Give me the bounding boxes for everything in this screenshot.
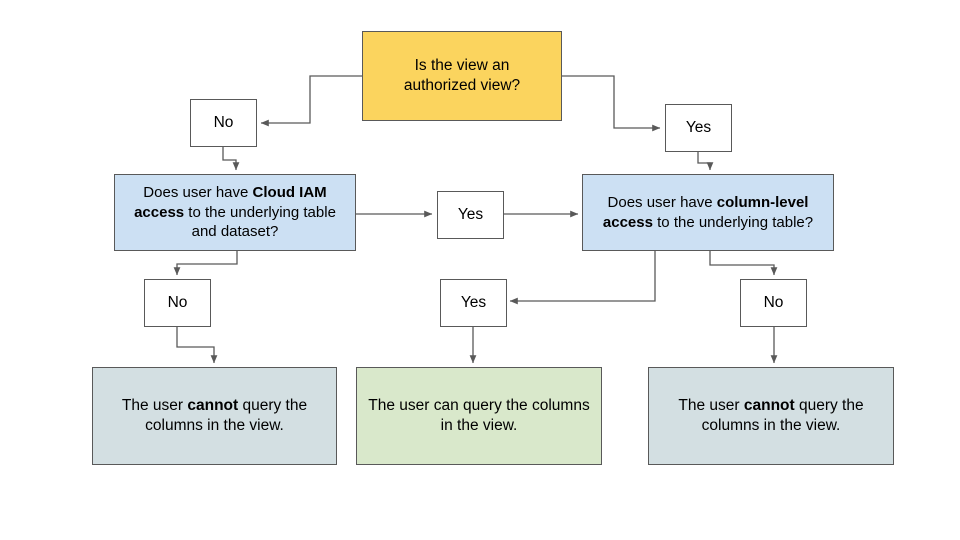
iam-branch-yes-label: Yes: [457, 205, 484, 223]
node-outcome-middle[interactable]: The user can query the columns in the vi…: [356, 367, 602, 465]
root-branch-yes-label: Yes: [685, 118, 712, 136]
root-branch-no-label: No: [213, 113, 234, 131]
root-question-text: Is the view an authorized view?: [403, 56, 521, 94]
node-outcome-right[interactable]: The user cannot query the columns in the…: [648, 367, 894, 465]
node-outcome-left[interactable]: The user cannot query the columns in the…: [92, 367, 337, 465]
node-iam-branch-no[interactable]: No: [144, 279, 211, 327]
outcome-left-text: The user cannot query the columns in the…: [121, 396, 308, 434]
edge-no-to-iam: [222, 147, 240, 171]
node-column-branch-yes[interactable]: Yes: [440, 279, 507, 327]
column-branch-no-label: No: [763, 293, 784, 311]
edge-iam-to-no: [173, 251, 238, 276]
edge-yes-to-column: [697, 152, 714, 171]
edge-column-to-no: [709, 251, 778, 276]
node-root-question[interactable]: Is the view an authorized view?: [362, 31, 562, 121]
iam-question-text: Does user have Cloud IAM access to the u…: [134, 183, 336, 241]
outcome-middle-text: The user can query the columns in the vi…: [368, 396, 590, 434]
iam-branch-no-label: No: [167, 293, 188, 311]
node-column-branch-no[interactable]: No: [740, 279, 807, 327]
node-root-branch-no[interactable]: No: [190, 99, 257, 147]
node-iam-question[interactable]: Does user have Cloud IAM access to the u…: [114, 174, 356, 251]
node-root-branch-yes[interactable]: Yes: [665, 104, 732, 152]
node-iam-branch-yes[interactable]: Yes: [437, 191, 504, 239]
edge-root-to-no: [260, 75, 362, 127]
edge-no-to-outcome-left: [176, 327, 218, 364]
edge-root-to-yes: [562, 75, 661, 132]
edge-column-to-yes: [509, 251, 656, 305]
outcome-right-text: The user cannot query the columns in the…: [678, 396, 864, 434]
node-column-question[interactable]: Does user have column-level access to th…: [582, 174, 834, 251]
column-question-text: Does user have column-level access to th…: [602, 193, 814, 231]
column-branch-yes-label: Yes: [460, 293, 487, 311]
